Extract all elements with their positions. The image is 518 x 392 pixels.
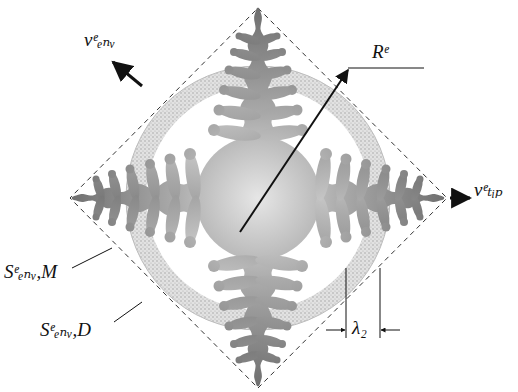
symbol-label: Rᵉ — [372, 42, 389, 63]
secondary-arm — [230, 333, 262, 350]
radius-leader — [348, 68, 424, 69]
arm-tip — [361, 227, 371, 237]
arm-tip — [382, 165, 391, 174]
arm-tip — [320, 148, 332, 160]
secondary-arm — [409, 175, 425, 202]
symbol-label: Sᵉₑₙᵥ,M — [4, 262, 57, 283]
arm-tip — [274, 357, 281, 364]
radius-arrow — [240, 70, 348, 232]
arm-tip — [184, 236, 196, 248]
arm-tip — [320, 236, 332, 248]
secondary-arm — [254, 349, 281, 365]
dimension-arrow — [326, 330, 345, 331]
symbol-label: vᵉₑₙᵥ — [84, 30, 115, 51]
secondary-arm — [124, 194, 142, 231]
arm-tip — [230, 48, 238, 56]
arm-tip — [145, 227, 155, 237]
secondary-arm — [374, 165, 392, 202]
arm-tip — [296, 260, 308, 272]
arm-tip — [417, 176, 424, 183]
arm-tip — [93, 214, 100, 221]
arm-tip — [287, 85, 297, 95]
arm-tip — [230, 340, 238, 348]
symbol-label: Sᵉₑₙᵥ,D — [40, 320, 91, 341]
symbol-label: λ₂ — [352, 318, 367, 339]
arm-tip — [208, 124, 220, 136]
leader-line — [114, 302, 142, 322]
arm-tip — [214, 105, 225, 116]
symbol-label: vᵉₜᵢₚ — [474, 180, 503, 201]
dimension-line — [380, 268, 381, 338]
arm-tip — [225, 322, 234, 331]
velocity-arrow — [113, 62, 142, 86]
arm-tip — [292, 281, 303, 292]
secondary-arm — [235, 31, 262, 47]
dimension-line — [346, 268, 347, 338]
arm-tip — [278, 340, 286, 348]
secondary-arm — [107, 170, 124, 202]
arm-tip — [341, 232, 352, 243]
secondary-arm — [393, 170, 410, 202]
arm-tip — [236, 357, 243, 364]
arm-tip — [219, 301, 229, 311]
arm-tip — [126, 223, 135, 232]
leader-line — [72, 248, 112, 268]
secondary-arm — [91, 194, 107, 221]
arm-tip — [236, 33, 243, 40]
arm-tip — [274, 33, 281, 40]
secondary-arm — [374, 194, 392, 231]
arm-tip — [292, 105, 303, 116]
dendrite-grain — [72, 8, 445, 387]
arm-tip — [219, 85, 229, 95]
arm-tip — [165, 232, 176, 243]
secondary-arm — [107, 194, 124, 226]
secondary-arm — [225, 314, 262, 332]
arm-tip — [108, 218, 116, 226]
arm-tip — [225, 66, 234, 75]
arm-tip — [93, 176, 100, 183]
arm-tip — [208, 260, 220, 272]
arm-tip — [145, 159, 155, 169]
secondary-arm — [254, 64, 291, 82]
tip-envelope — [70, 8, 447, 388]
secondary-arm — [254, 333, 286, 350]
arm-tip — [126, 165, 135, 174]
secondary-arm — [254, 47, 286, 64]
arm-tip — [382, 223, 391, 232]
dimension-arrow — [381, 330, 400, 331]
arm-tip — [278, 48, 286, 56]
arm-tip — [108, 170, 116, 178]
arm-tip — [184, 148, 196, 160]
arm-tip — [361, 159, 371, 169]
secondary-arm — [254, 314, 291, 332]
secondary-arm — [124, 165, 142, 202]
arm-tip — [341, 154, 352, 165]
arm-tip — [417, 214, 424, 221]
secondary-arm — [393, 194, 410, 226]
secondary-arm — [230, 47, 262, 64]
arm-tip — [165, 154, 176, 165]
arm-tip — [400, 170, 408, 178]
arm-tip — [214, 281, 225, 292]
arm-tip — [283, 66, 292, 75]
arm-tip — [283, 322, 292, 331]
arm-tip — [400, 218, 408, 226]
velocity-arrow — [450, 197, 470, 200]
arm-tip — [287, 301, 297, 311]
secondary-arm — [225, 64, 262, 82]
